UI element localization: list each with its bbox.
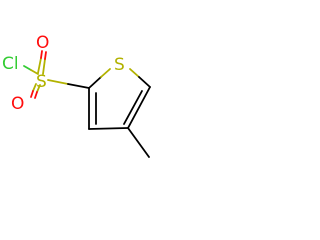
bond-c2-s1-black — [88, 76, 102, 89]
bond-s-o-top-a — [37, 57, 42, 74]
bond-s-o-top-b — [42, 58, 46, 75]
atom-o-bottom-label: O — [11, 94, 24, 114]
bond-s1-c5-yellow — [129, 68, 140, 78]
atom-cl-label: Cl — [2, 54, 19, 74]
bond-cl-s-green — [23, 65, 32, 71]
bond-s-o-bottom-a — [32, 83, 37, 92]
atom-s-sulfonyl-label: S — [36, 72, 47, 92]
bond-s-o-top-b2 — [44, 51, 47, 60]
bond-s-o-bottom-b — [36, 84, 41, 93]
bond-c5-c4-outer — [127, 86, 151, 129]
structure-diagram: Cl O S O S — [2, 33, 151, 158]
bond-s-c2-yellow — [47, 79, 69, 85]
bond-s1-c5-black — [138, 76, 151, 88]
bond-c5-c4-inner — [123, 90, 143, 125]
atom-o-top-label: O — [36, 33, 49, 53]
bond-cl-s-yellow — [30, 69, 39, 75]
bond-c4-methyl — [127, 127, 150, 158]
bond-s-c2-black — [67, 83, 90, 89]
bond-s-o-top-a2 — [40, 50, 43, 59]
bond-c4-c3 — [88, 127, 129, 130]
bond-s-o-bottom-b2 — [34, 91, 38, 99]
bond-s-o-bottom-a2 — [30, 90, 34, 98]
bond-c2-s1-yellow — [100, 68, 111, 78]
atom-s-ring-label: S — [114, 55, 125, 75]
